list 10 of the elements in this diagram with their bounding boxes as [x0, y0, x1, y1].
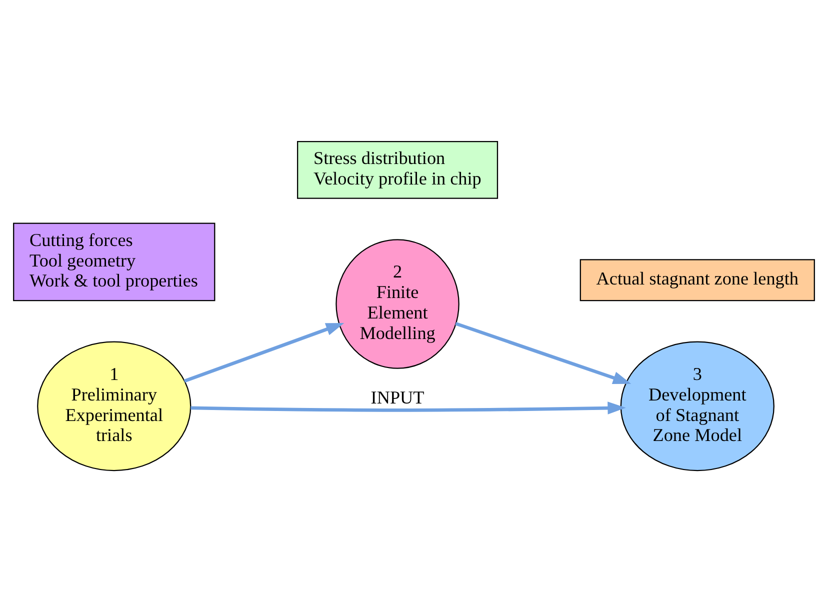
node-ellipse: 3 Development of Stagnant Zone Model	[620, 341, 774, 472]
node-box: Stress distribution Velocity profile in chip	[297, 140, 498, 199]
arrow	[190, 402, 626, 414]
edge-label: INPUT	[370, 388, 424, 408]
node-box: Actual stagnant zone length	[580, 259, 815, 302]
arrow	[455, 322, 632, 384]
node-box: Cutting forces Tool geometry Work & tool properties	[13, 222, 216, 302]
arrow	[184, 322, 344, 383]
node-ellipse: 1 Preliminary Experimental trials	[37, 341, 192, 472]
node-circle: 2 Finite Element Modelling	[336, 239, 460, 369]
